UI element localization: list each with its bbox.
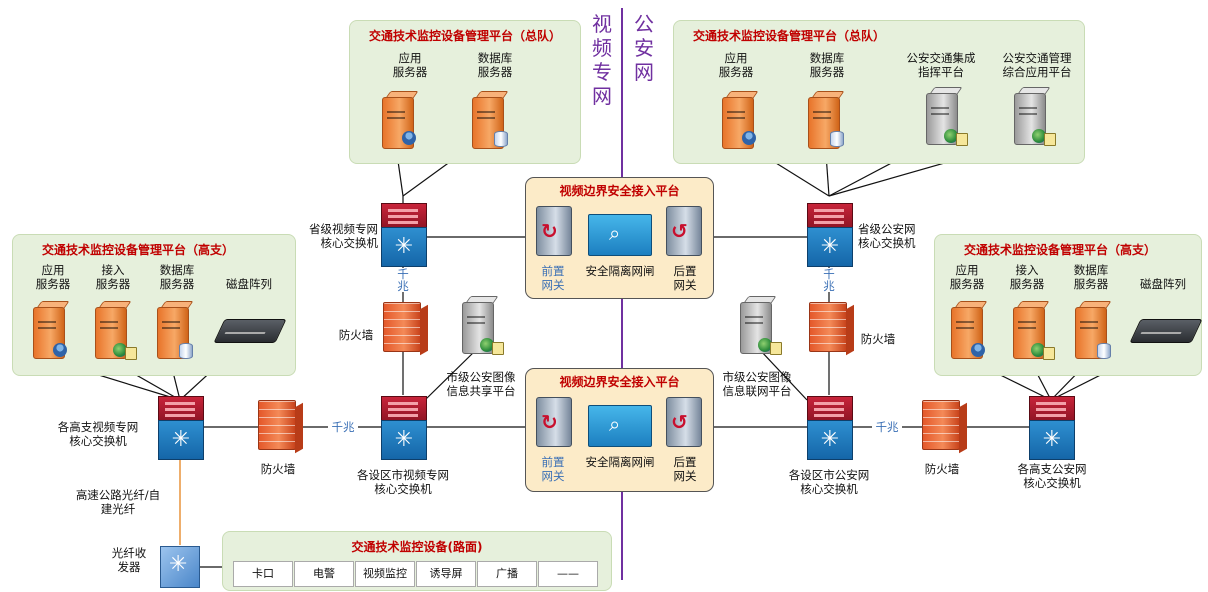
front-gateway-icon: ↻: [536, 206, 572, 256]
access-server-label: 接入 服务器: [95, 263, 131, 291]
road-device-item: 电警: [294, 561, 354, 587]
access-server-icon: [1009, 301, 1055, 360]
mgmt-hq-right-panel: 交通技术监控设备管理平台（总队） 应用 服务器 数据库 服务器 公安交通集成 指…: [673, 20, 1085, 164]
mgmt-branch-right-panel: 交通技术监控设备管理平台（高支） 应用 服务器 接入 服务器 数据库 服务器 磁…: [934, 234, 1203, 376]
back-gateway-label: 后置 网关: [673, 455, 697, 483]
fiber-note: 高速公路光纤/自 建光纤: [75, 488, 161, 516]
gigabit-label: 千兆: [872, 420, 902, 434]
isolator-label: 安全隔离网闸: [585, 264, 655, 278]
gigabit-label: 千兆: [822, 267, 836, 293]
police-command-server-icon: [922, 87, 968, 146]
panel-title: 交通技术监控设备管理平台（高支）: [41, 243, 234, 257]
disk-array-icon: [213, 319, 287, 343]
branch-video-switch-label: 各高支视频专网 核心交换机: [57, 420, 139, 448]
app-server-label: 应用 服务器: [949, 263, 985, 291]
prov-video-switch-icon: ✳: [381, 203, 427, 267]
access-server-label: 接入 服务器: [1009, 263, 1045, 291]
app-server-label: 应用 服务器: [392, 51, 428, 79]
back-gateway-icon: ↺: [666, 397, 702, 447]
branch-police-switch-icon: ✳: [1029, 396, 1075, 460]
db-server-icon: [804, 91, 845, 149]
branch-video-switch-icon: ✳: [158, 396, 204, 460]
mgmt-hq-left-panel: 交通技术监控设备管理平台（总队） 应用 服务器 数据库 服务器: [349, 20, 581, 164]
firewall-label: 防火墙: [860, 332, 896, 346]
city-video-switch-label: 各设区市视频专网 核心交换机: [357, 468, 449, 496]
boundary-platform-top: 视频边界安全接入平台 ↻ ⌕ ↺ 前置 网关 安全隔离网闸 后置 网关: [525, 177, 714, 299]
city-video-switch-icon: ✳: [381, 396, 427, 460]
firewall-icon: [258, 400, 296, 450]
firewall-icon: [383, 302, 421, 352]
app-server-icon: [947, 301, 988, 359]
prov-police-switch-label: 省级公安网 核心交换机: [858, 222, 916, 250]
firewall-label: 防火墙: [924, 462, 960, 476]
db-server-icon: [153, 301, 194, 359]
police-app-server-icon: [1010, 87, 1056, 146]
disk-array-label: 磁盘阵列: [1140, 277, 1186, 291]
boundary-title: 视频边界安全接入平台: [559, 184, 680, 198]
city-police-switch-icon: ✳: [807, 396, 853, 460]
disk-array-label: 磁盘阵列: [226, 277, 272, 291]
city-police-switch-label: 各设区市公安网 核心交换机: [788, 468, 870, 496]
firewall-icon: [809, 302, 847, 352]
panel-title: 交通技术监控设备管理平台（高支）: [963, 243, 1156, 257]
front-gateway-icon: ↻: [536, 397, 572, 447]
city-image-share-label: 市级公安图像 信息共享平台: [446, 370, 516, 398]
disk-array-icon: [1129, 319, 1203, 343]
db-server-icon: [1071, 301, 1112, 359]
boundary-title: 视频边界安全接入平台: [559, 375, 680, 389]
back-gateway-label: 后置 网关: [673, 264, 697, 292]
app-server-icon: [29, 301, 70, 359]
road-device-item: 视频监控: [355, 561, 415, 587]
police-app-label: 公安交通管理 综合应用平台: [1002, 51, 1072, 79]
app-server-label: 应用 服务器: [35, 263, 71, 291]
front-gateway-label: 前置 网关: [541, 455, 565, 483]
front-gateway-label: 前置 网关: [541, 264, 565, 292]
city-image-net-label: 市级公安图像 信息联网平台: [722, 370, 792, 398]
branch-police-switch-label: 各高支公安网 核心交换机: [1017, 462, 1087, 490]
isolator-label: 安全隔离网闸: [585, 455, 655, 469]
db-server-label: 数据库 服务器: [477, 51, 513, 79]
prov-video-switch-label: 省级视频专网 核心交换机: [309, 222, 378, 250]
app-server-icon: [378, 91, 419, 149]
police-command-label: 公安交通集成 指挥平台: [906, 51, 976, 79]
mgmt-branch-left-panel: 交通技术监控设备管理平台（高支） 应用 服务器 接入 服务器 数据库 服务器 磁…: [12, 234, 296, 376]
city-image-share-server-icon: [458, 296, 504, 355]
db-server-label: 数据库 服务器: [809, 51, 845, 79]
transceiver-label: 光纤收 发器: [111, 546, 147, 574]
prov-police-switch-icon: ✳: [807, 203, 853, 267]
firewall-label: 防火墙: [338, 328, 374, 342]
db-server-label: 数据库 服务器: [159, 263, 195, 291]
fiber-transceiver-icon: ✳: [160, 546, 200, 588]
boundary-platform-bottom: 视频边界安全接入平台 ↻ ⌕ ↺ 前置 网关 安全隔离网闸 后置 网关: [525, 368, 714, 492]
panel-title: 交通技术监控设备管理平台（总队）: [368, 29, 561, 43]
firewall-icon: [922, 400, 960, 450]
access-server-icon: [91, 301, 137, 360]
road-device-item: ——: [538, 561, 598, 587]
police-net-label: 公安网: [634, 12, 654, 84]
back-gateway-icon: ↺: [666, 206, 702, 256]
road-device-item: 广播: [477, 561, 537, 587]
app-server-icon: [718, 91, 759, 149]
db-server-icon: [468, 91, 509, 149]
road-devices-title: 交通技术监控设备(路面): [351, 540, 483, 554]
road-device-item: 卡口: [233, 561, 293, 587]
city-image-net-server-icon: [736, 296, 782, 355]
app-server-label: 应用 服务器: [718, 51, 754, 79]
gigabit-label: 千兆: [396, 267, 410, 293]
isolator-icon: ⌕: [588, 214, 652, 256]
road-device-item: 诱导屏: [416, 561, 476, 587]
db-server-label: 数据库 服务器: [1073, 263, 1109, 291]
gigabit-label: 千兆: [328, 420, 358, 434]
firewall-label: 防火墙: [260, 462, 296, 476]
panel-title: 交通技术监控设备管理平台（总队）: [692, 29, 885, 43]
video-net-label: 视频专网: [592, 12, 612, 108]
isolator-icon: ⌕: [588, 405, 652, 447]
